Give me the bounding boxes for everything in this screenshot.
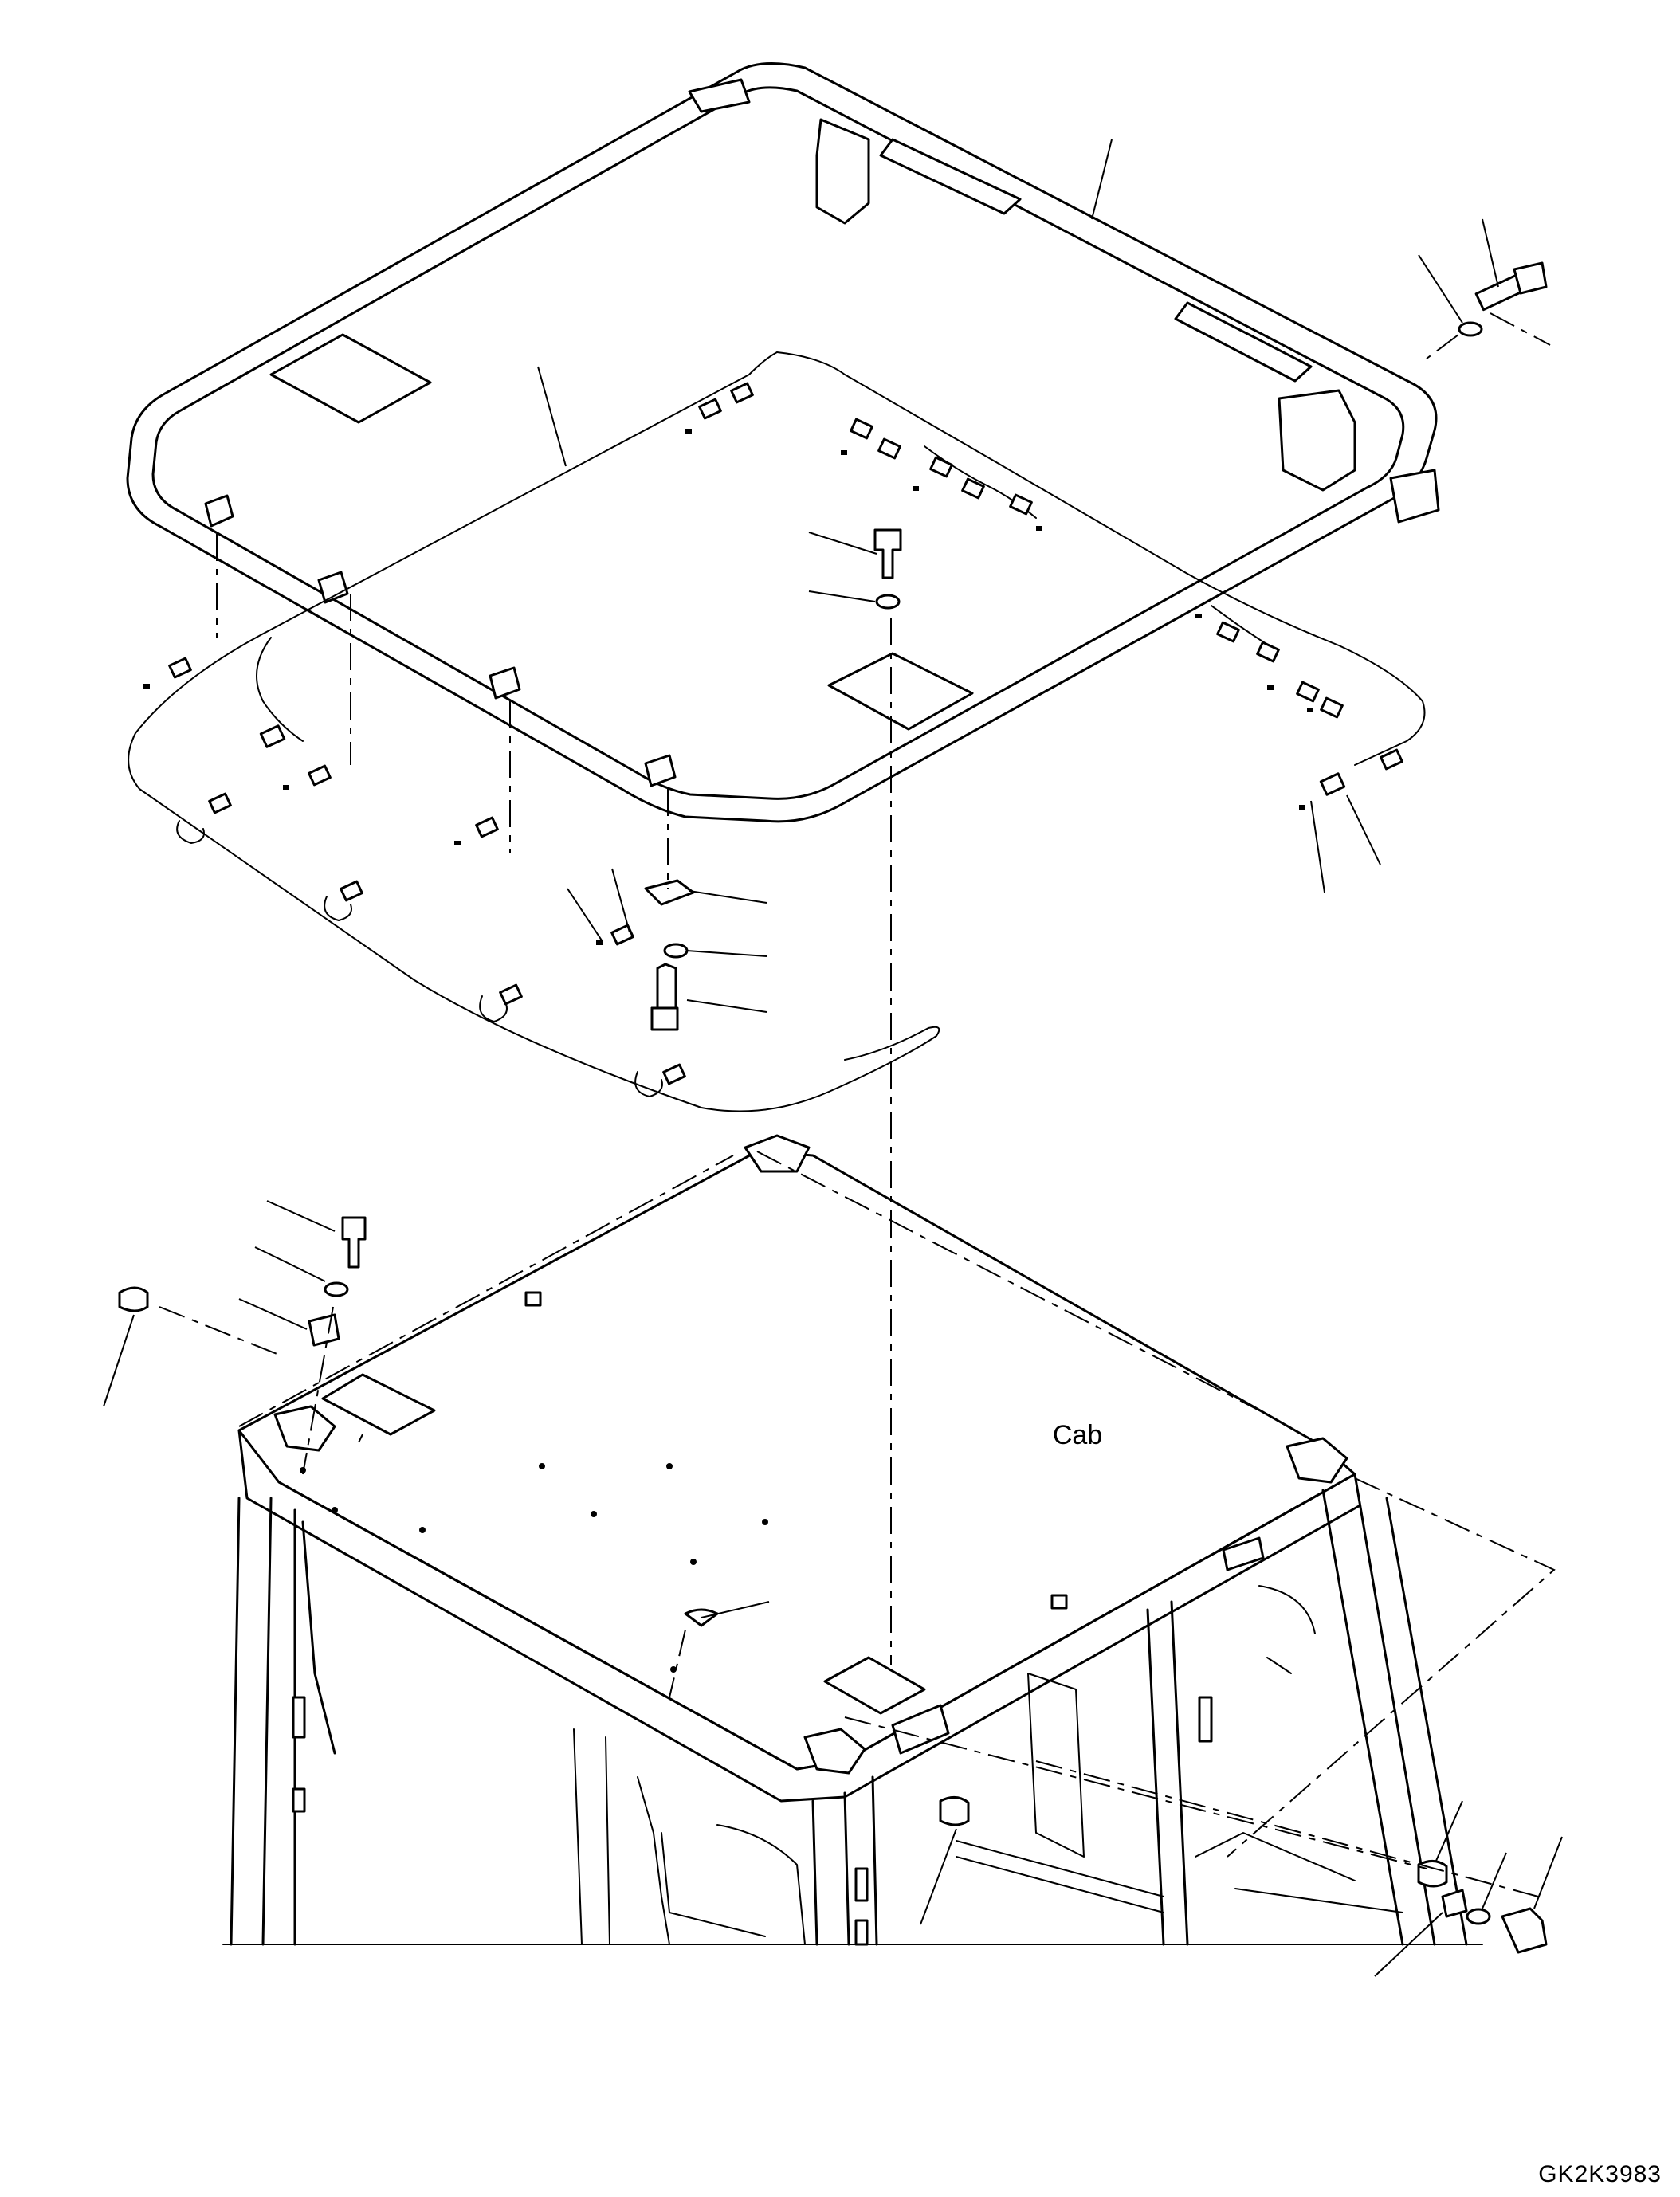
callout-leader <box>1374 1912 1443 1977</box>
roof-frame <box>126 62 1440 823</box>
callout-leader <box>611 868 630 933</box>
roof-hardware <box>644 261 1548 1031</box>
callout-leader <box>808 590 876 602</box>
cab-fasteners <box>118 1216 1548 1954</box>
wire-harness <box>128 351 1426 1112</box>
callout-leader <box>1346 794 1381 865</box>
callout-leader <box>266 1200 336 1232</box>
cab-label: Cab <box>1053 1420 1102 1450</box>
drawing-code: GK2K3983 <box>1538 2161 1662 2187</box>
callout-leader <box>537 366 567 467</box>
callout-leader <box>1091 139 1113 220</box>
callout-leader <box>238 1298 308 1330</box>
callout-leader <box>701 1601 770 1618</box>
callout-leader <box>686 950 767 957</box>
callout-leader <box>1418 254 1463 324</box>
callout-leader <box>254 1246 326 1282</box>
callout-leader <box>567 888 603 941</box>
callout-leader <box>920 1828 957 1925</box>
callout-leader <box>808 532 877 555</box>
cab-body <box>222 1134 1483 1946</box>
callout-leader <box>1310 800 1325 893</box>
callout-leader <box>1482 218 1499 288</box>
callout-leader <box>1533 1836 1563 1909</box>
callout-leaders <box>103 139 1563 1977</box>
callout-leader <box>1482 1852 1507 1909</box>
callout-leader <box>1435 1800 1463 1862</box>
callout-leader <box>103 1314 135 1407</box>
alignment-lines <box>159 312 1556 1897</box>
callout-leader <box>686 999 767 1013</box>
callout-leader <box>689 890 767 904</box>
